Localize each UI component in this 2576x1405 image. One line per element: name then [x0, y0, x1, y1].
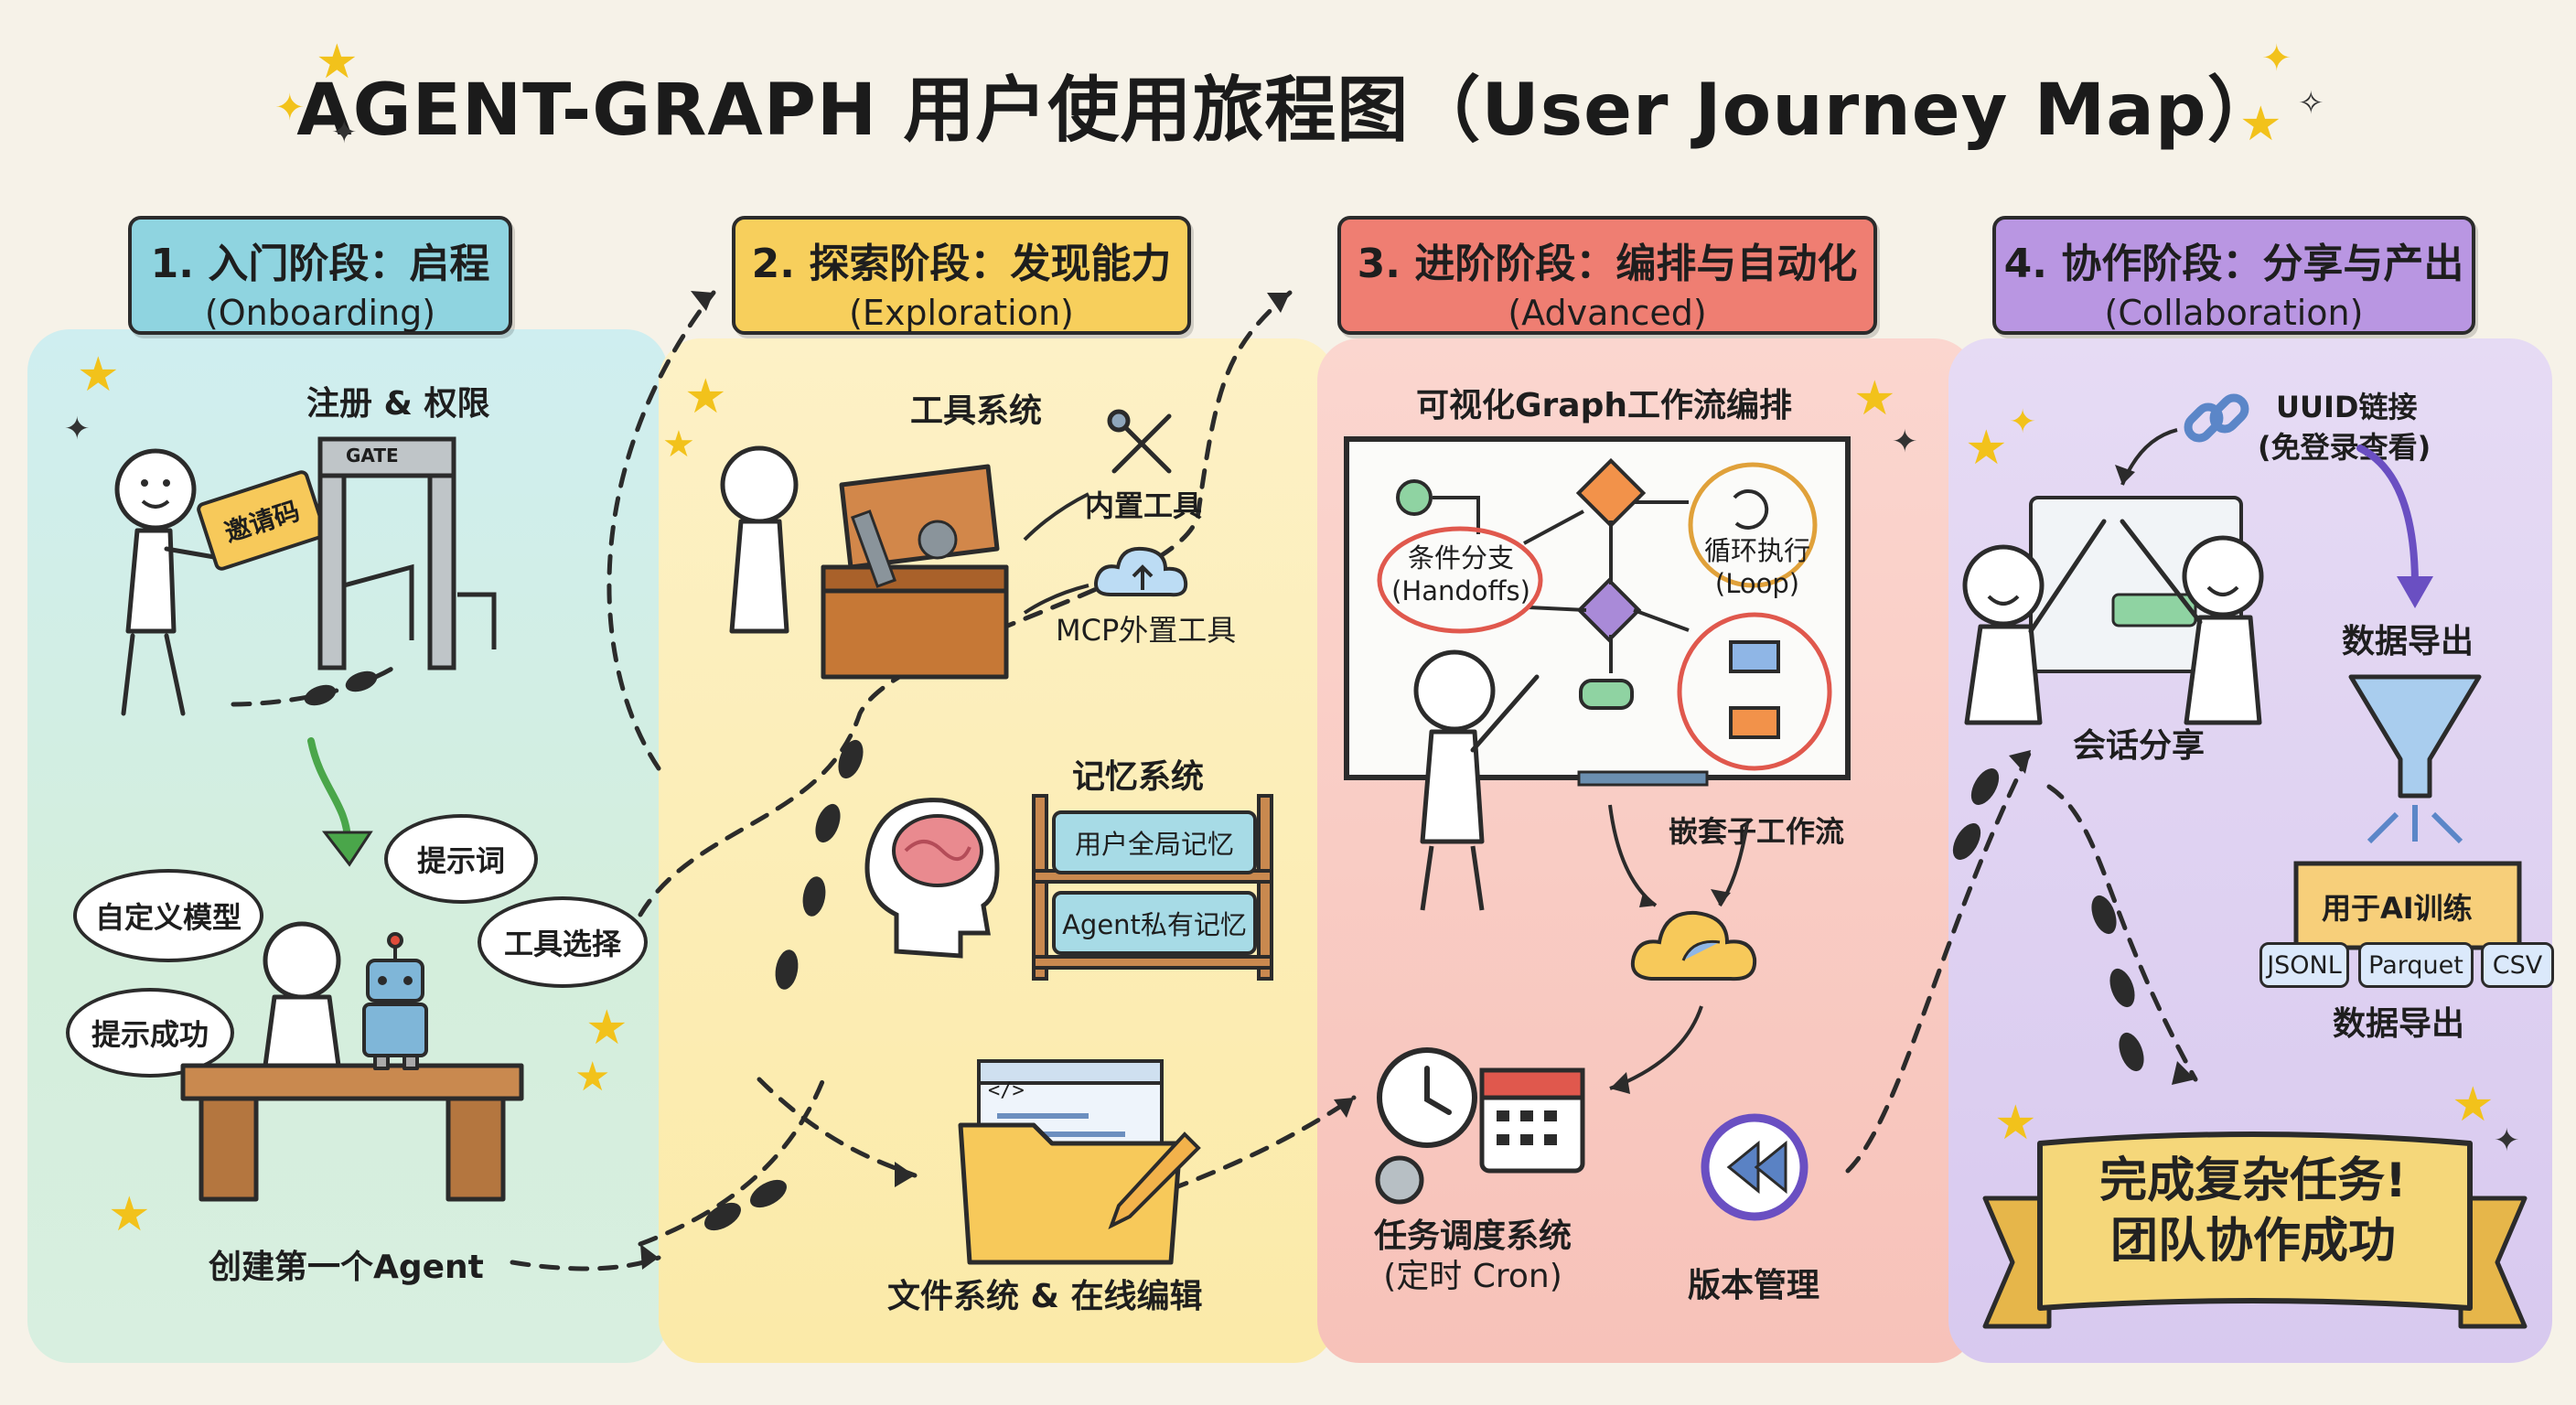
- star-icon: ★: [574, 1054, 611, 1100]
- scheduler-label-block: 任务调度系统 (定时 Cron): [1354, 1217, 1592, 1297]
- star-icon: ✦: [274, 87, 306, 129]
- presenter-figure: [1413, 649, 1540, 911]
- stage-header-collaboration: 4. 协作阶段：分享与产出 (Collaboration): [1992, 216, 2475, 335]
- success-banner: [1982, 1132, 2528, 1329]
- banner-line-2: 团队协作成功: [2109, 1214, 2396, 1269]
- brain-icon: [864, 798, 1000, 959]
- tool-system-label: 工具系统: [910, 392, 1043, 430]
- star-icon: ★: [1994, 1096, 2037, 1151]
- stage-header-advanced: 3. 进阶阶段：编排与自动化 (Advanced): [1337, 216, 1877, 335]
- star-icon: ✦: [1892, 424, 1918, 460]
- star-icon: ★: [108, 1187, 151, 1242]
- data-export-bottom-label: 数据导出: [2333, 1005, 2465, 1043]
- stage-title: 1. 入门阶段：启程: [150, 241, 490, 287]
- banner-text: 完成复杂任务! 团队协作成功: [2056, 1151, 2450, 1271]
- memory-item-agent: Agent私有记忆: [1052, 891, 1257, 955]
- stage-subtitle: (Advanced): [1508, 293, 1707, 333]
- pencil-icon: [1108, 1132, 1201, 1230]
- star-icon: ✦: [2009, 403, 2037, 441]
- stage-subtitle: (Exploration): [849, 293, 1074, 333]
- star-icon: ✦: [64, 411, 91, 447]
- wrench-screwdriver-icon: [1107, 409, 1172, 474]
- format-csv: CSV: [2481, 942, 2554, 988]
- gear-icon: [1375, 1155, 1424, 1205]
- rewind-icon: [1701, 1113, 1809, 1221]
- loop-en-label: (Loop): [1714, 568, 1800, 599]
- stage-header-exploration: 2. 探索阶段：发现能力 (Exploration): [732, 216, 1191, 335]
- scheduler-label: 任务调度系统: [1373, 1217, 1572, 1255]
- star-icon: ★: [1965, 421, 2008, 476]
- star-icon: ✦: [2261, 38, 2292, 80]
- stage-subtitle: (Onboarding): [204, 293, 436, 333]
- star-icon: ★: [77, 348, 120, 402]
- user-figure: [114, 448, 222, 716]
- star-icon: ✦: [331, 114, 358, 151]
- connector-arrows: [1023, 492, 1089, 615]
- bubble-prompt: 提示词: [384, 814, 538, 904]
- star-icon: ★: [2239, 97, 2282, 152]
- gate-icon: [317, 436, 497, 670]
- link-icon: [2184, 393, 2249, 443]
- uuid-link-label: UUID链接: [2276, 390, 2418, 424]
- star-icon: ✧: [2298, 85, 2324, 122]
- session-share-label: 会话分享: [2073, 727, 2206, 765]
- graph-editor-label: 可视化Graph工作流编排: [1416, 387, 1792, 424]
- bubble-tool-select: 工具选择: [478, 896, 648, 988]
- star-icon: ★: [1853, 371, 1896, 426]
- create-agent-label: 创建第一个Agent: [209, 1249, 484, 1286]
- ai-training-label: 用于AI训练: [2322, 891, 2473, 926]
- bubble-success: 提示成功: [66, 988, 234, 1078]
- star-icon: ★: [316, 35, 359, 90]
- stage-title: 3. 进阶阶段：编排与自动化: [1357, 241, 1858, 287]
- format-parquet: Parquet: [2358, 942, 2474, 988]
- page-title: AGENT-GRAPH 用户使用旅程图（User Journey Map）: [296, 70, 2280, 152]
- stage-title: 2. 探索阶段：发现能力: [751, 241, 1172, 287]
- star-icon: ★: [684, 370, 727, 424]
- toolbox-icon: [720, 445, 1009, 680]
- uuid-note-label: (免登录查看): [2258, 430, 2431, 465]
- format-jsonl: JSONL: [2259, 942, 2349, 988]
- clock-icon: [1375, 1047, 1585, 1205]
- connector-arrows: [1608, 804, 1749, 1094]
- high-five-figures: [1962, 496, 2264, 725]
- arrow-down-icon: [307, 737, 373, 867]
- memory-system-label: 记忆系统: [1072, 758, 1205, 796]
- data-export-label: 数据导出: [2342, 623, 2474, 660]
- funnel-icon: [2348, 674, 2482, 844]
- memory-item-global: 用户全局记忆: [1052, 810, 1257, 874]
- file-system-label: 文件系统 & 在线编辑: [887, 1278, 1203, 1315]
- connector-arrows: [2115, 428, 2433, 608]
- loop-label: 循环执行: [1703, 535, 1810, 566]
- branch-node-label: 条件分支 (Handoffs): [1374, 542, 1548, 607]
- branch-en-label: (Handoffs): [1391, 575, 1530, 606]
- star-icon: ★: [662, 424, 695, 466]
- star-icon: ★: [2452, 1078, 2495, 1132]
- cloud-icon: [1630, 910, 1757, 981]
- stage-subtitle: (Collaboration): [2104, 293, 2364, 333]
- version-label: 版本管理: [1688, 1267, 1820, 1304]
- gate-sign: GATE: [346, 445, 399, 467]
- register-label: 注册 & 权限: [306, 385, 490, 423]
- folder-icon: [958, 1059, 1183, 1265]
- nested-workflow-label: 嵌套子工作流: [1669, 814, 1845, 849]
- mcp-tools-label: MCP外置工具: [1056, 613, 1237, 648]
- code-glyph: </>: [988, 1079, 1025, 1102]
- stage-header-onboarding: 1. 入门阶段：启程 (Onboarding): [128, 216, 512, 335]
- banner-line-1: 完成复杂任务!: [2099, 1153, 2407, 1208]
- stage-title: 4. 协作阶段：分享与产出: [2003, 241, 2464, 287]
- star-icon: ✦: [2494, 1122, 2520, 1159]
- memory-shelf: [1032, 794, 1273, 981]
- star-icon: ★: [585, 1001, 628, 1056]
- desk-scene: [180, 921, 524, 1202]
- loop-node-label: 循环执行 (Loop): [1689, 534, 1826, 600]
- scheduler-en-label: (定时 Cron): [1383, 1258, 1562, 1295]
- branch-label: 条件分支: [1407, 542, 1514, 574]
- builtin-tools-label: 内置工具: [1085, 488, 1203, 523]
- robot-icon: [362, 932, 428, 1070]
- cloud-icon: [1094, 546, 1188, 597]
- calendar-icon: [1479, 1067, 1585, 1174]
- bubble-custom-model: 自定义模型: [73, 869, 263, 962]
